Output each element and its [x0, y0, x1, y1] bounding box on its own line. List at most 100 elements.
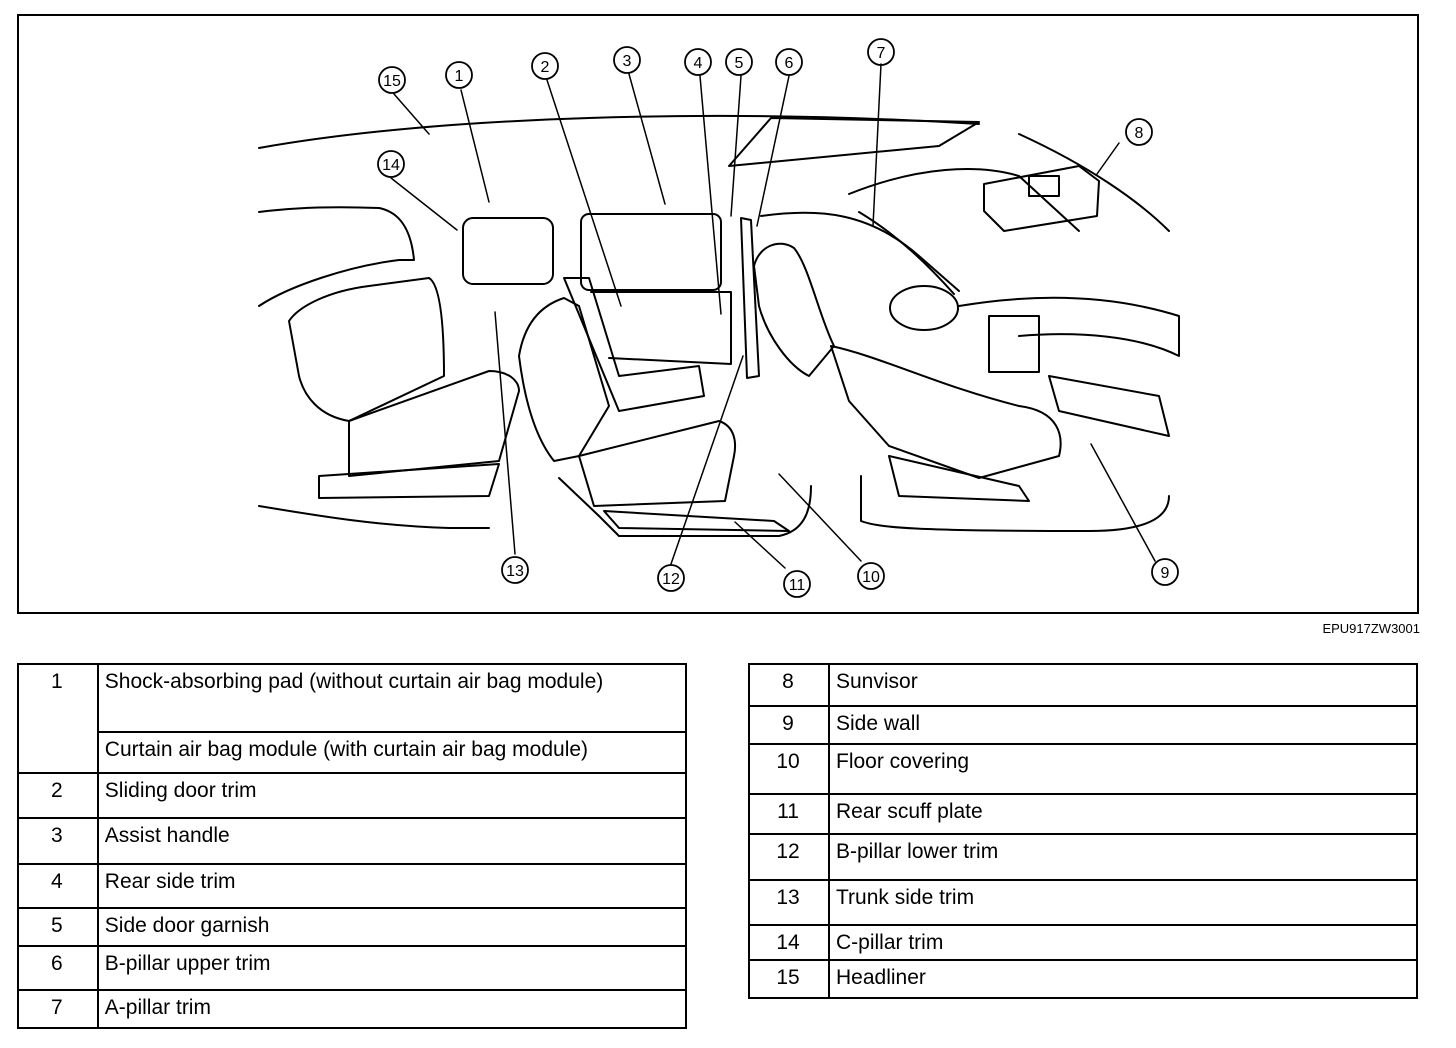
dashboard — [958, 296, 1180, 357]
second-row-cushion — [578, 420, 737, 507]
callout-14: 14 — [382, 157, 400, 174]
legend-num: 1 — [17, 663, 99, 774]
sunvisor — [983, 165, 1100, 232]
table-row: 3 Assist handle — [17, 817, 688, 865]
legend-desc: Shock-absorbing pad (without curtain air… — [96, 663, 688, 733]
table-row: 8 Sunvisor — [748, 663, 1418, 707]
callout-11: 11 — [789, 577, 806, 594]
legend-desc: A-pillar trim — [96, 989, 688, 1029]
side-wall-lower — [860, 475, 1170, 532]
center-console — [988, 315, 1040, 373]
legend-num: 7 — [17, 989, 99, 1029]
sunroof — [728, 117, 980, 167]
legend-desc: Headliner — [828, 959, 1418, 999]
rear-scuff-plate — [603, 510, 790, 532]
callout-circles — [377, 38, 1179, 598]
legend-desc: Side wall — [828, 705, 1418, 745]
callout-12: 12 — [662, 571, 680, 588]
second-row-seatback — [518, 297, 610, 462]
legend-desc: B-pillar lower trim — [828, 833, 1418, 881]
third-row-seatback — [288, 277, 445, 422]
legend-desc: B-pillar upper trim — [96, 945, 688, 991]
legend-desc: Assist handle — [96, 817, 688, 865]
legend-desc: Sliding door trim — [96, 772, 688, 819]
glove-box — [1048, 375, 1170, 437]
legend-num: 13 — [748, 879, 830, 926]
legend-desc: Trunk side trim — [828, 879, 1418, 926]
legend-desc: C-pillar trim — [828, 924, 1418, 961]
front-seatback — [753, 242, 835, 377]
callout-1: 1 — [455, 68, 464, 85]
callout-13: 13 — [506, 563, 524, 580]
callout-5: 5 — [735, 55, 744, 72]
front-seat-rail — [888, 455, 1030, 502]
table-row: 1 Shock-absorbing pad (without curtain a… — [17, 663, 688, 774]
rear-quarter-window — [258, 206, 415, 307]
legend-table-left: 1 Shock-absorbing pad (without curtain a… — [17, 663, 688, 1029]
vanity-mirror — [1028, 175, 1060, 197]
table-row: 10 Floor covering — [748, 743, 1418, 795]
legend-num: 10 — [748, 743, 830, 795]
table-row: 12 B-pillar lower trim — [748, 833, 1418, 881]
front-door-opening — [760, 211, 960, 292]
callout-7: 7 — [877, 45, 886, 62]
table-row: 14 C-pillar trim — [748, 924, 1418, 961]
front-seat-cushion — [830, 345, 1062, 479]
figure-code: EPU917ZW3001 — [1322, 621, 1420, 636]
legend-num: 9 — [748, 705, 830, 745]
second-row-rear-seat — [563, 277, 705, 412]
legend-desc: Rear side trim — [96, 863, 688, 909]
floor-covering — [558, 477, 812, 537]
legend-desc: Floor covering — [828, 743, 1418, 795]
sliding-door-panel — [590, 291, 732, 365]
callout-15: 15 — [383, 73, 401, 90]
table-row: 5 Side door garnish — [17, 907, 688, 947]
legend-num: 12 — [748, 833, 830, 881]
sliding-door-window — [580, 213, 722, 291]
vehicle-interior-illustration: 15 1 2 3 4 5 6 7 8 14 13 12 11 10 9 — [258, 38, 1180, 598]
roof-outline — [258, 115, 980, 149]
legend-desc: Rear scuff plate — [828, 793, 1418, 835]
legend-num: 8 — [748, 663, 830, 707]
callout-2: 2 — [541, 59, 550, 76]
floor-edge — [258, 505, 490, 529]
legend-desc: Sunvisor — [828, 663, 1418, 707]
table-row: 6 B-pillar upper trim — [17, 945, 688, 991]
callout-numbers: 15 1 2 3 4 5 6 7 8 14 13 12 11 10 9 — [382, 45, 1169, 594]
windshield — [848, 168, 1080, 232]
legend-num: 14 — [748, 924, 830, 961]
legend-num: 3 — [17, 817, 99, 865]
callout-8: 8 — [1135, 125, 1144, 142]
legend-num: 2 — [17, 772, 99, 819]
legend-num: 4 — [17, 863, 99, 909]
table-row: Curtain air bag module (with curtain air… — [18, 731, 688, 774]
callout-6: 6 — [785, 55, 794, 72]
rear-side-window — [462, 217, 554, 285]
table-row: 7 A-pillar trim — [17, 989, 688, 1029]
b-pillar — [740, 217, 760, 379]
legend-desc: Curtain air bag module (with curtain air… — [96, 731, 688, 774]
third-row-base — [318, 463, 500, 499]
third-row-cushion — [348, 370, 520, 477]
legend-table-right: 8 Sunvisor 9 Side wall 10 Floor covering… — [748, 663, 1418, 999]
legend-num: 5 — [17, 907, 99, 947]
callout-4: 4 — [694, 55, 703, 72]
legend-desc: Side door garnish — [96, 907, 688, 947]
leader-lines — [390, 63, 1156, 569]
a-pillar — [858, 211, 955, 295]
legend-num: 11 — [748, 793, 830, 835]
legend-num: 15 — [748, 959, 830, 999]
table-row: 9 Side wall — [748, 705, 1418, 745]
table-row: 15 Headliner — [748, 959, 1418, 999]
table-row: 2 Sliding door trim — [17, 772, 688, 819]
callout-10: 10 — [862, 569, 880, 586]
callout-9: 9 — [1161, 565, 1170, 582]
steering-wheel — [889, 285, 959, 331]
interior-trim-diagram: 15 1 2 3 4 5 6 7 8 14 13 12 11 10 9 — [17, 14, 1419, 614]
roof-right-edge — [1018, 133, 1170, 232]
callout-3: 3 — [623, 53, 632, 70]
table-row: 11 Rear scuff plate — [748, 793, 1418, 835]
table-row: 13 Trunk side trim — [748, 879, 1418, 926]
table-row: 4 Rear side trim — [17, 863, 688, 909]
legend-num: 6 — [17, 945, 99, 991]
